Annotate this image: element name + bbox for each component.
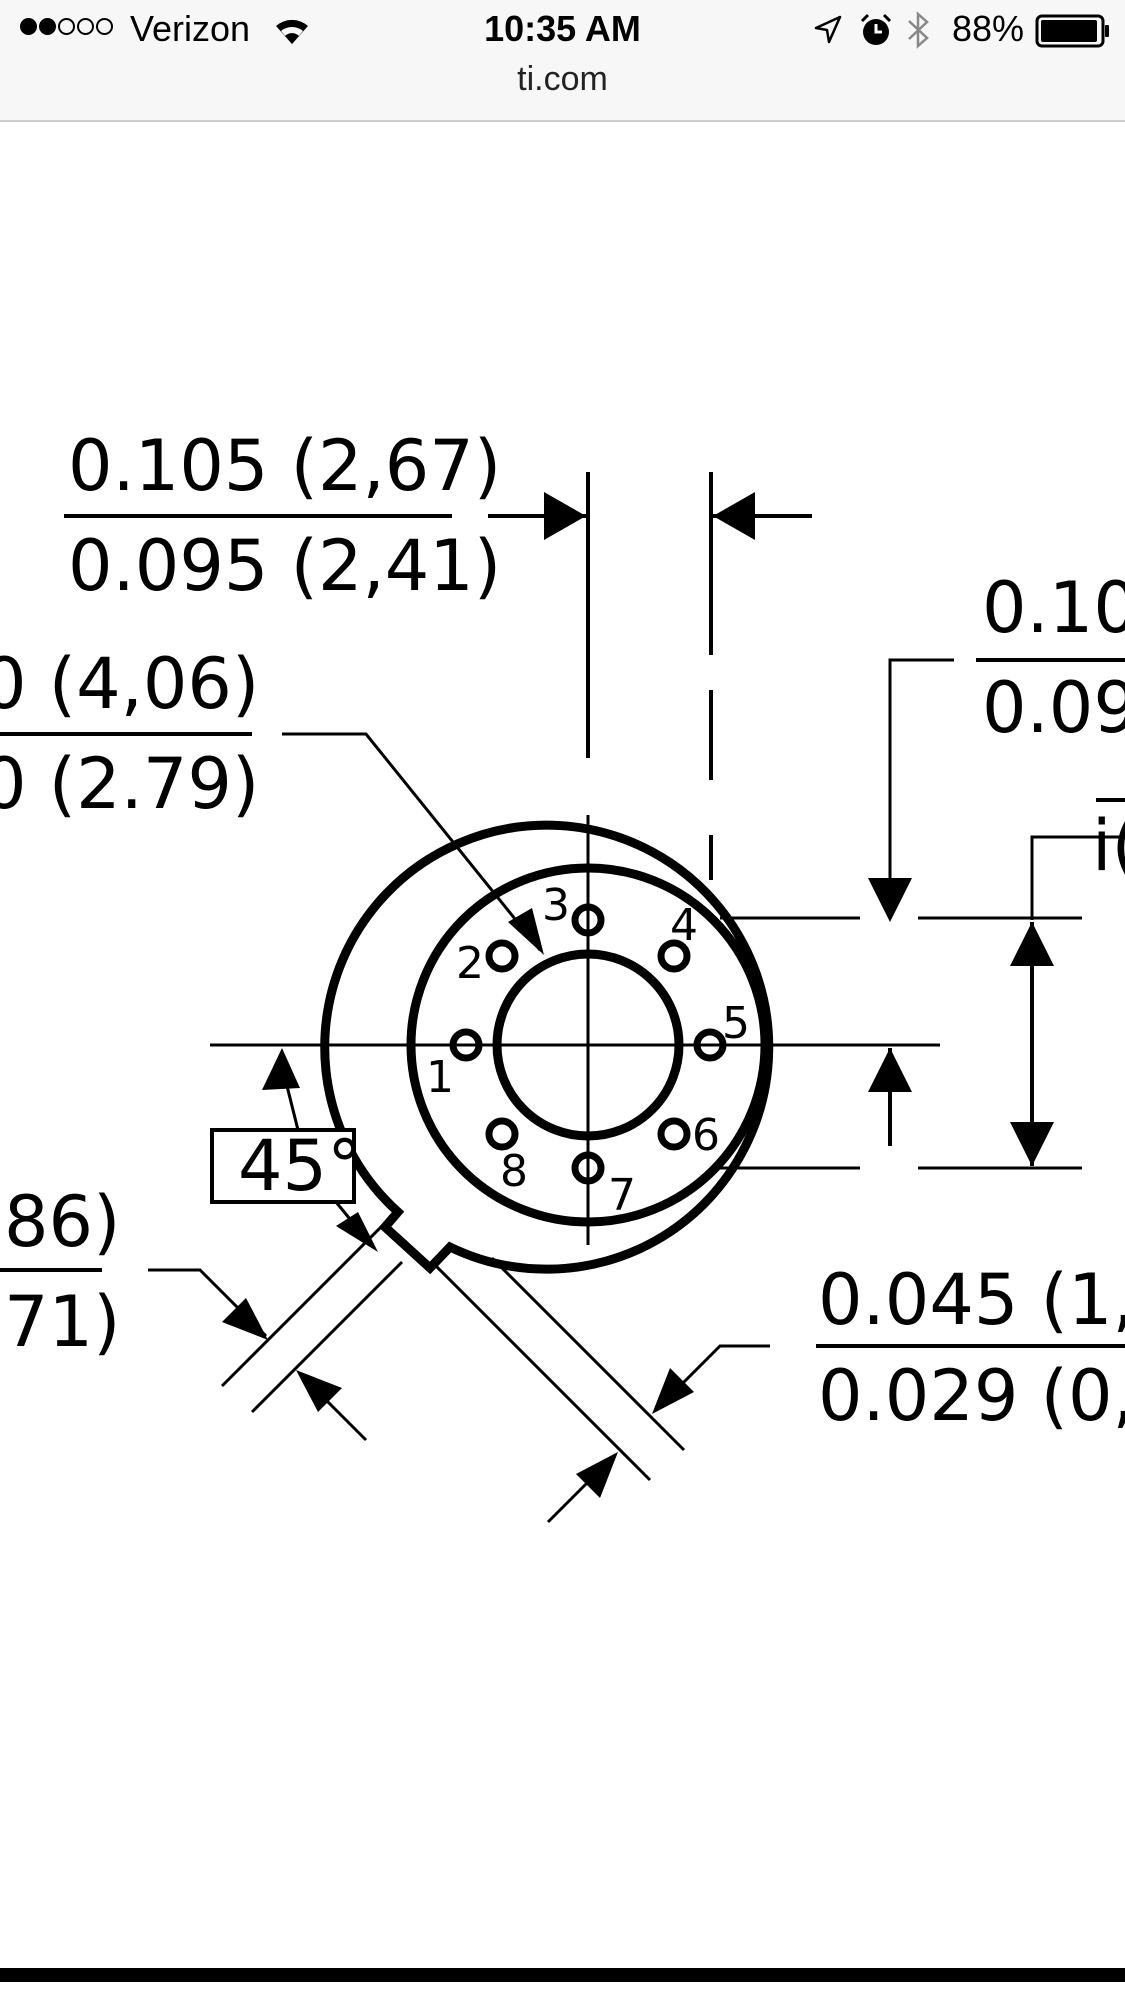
pin-4 — [657, 939, 691, 973]
dim-bottom-left-upper: 86) — [4, 1181, 120, 1263]
tab-extension-line — [490, 1256, 686, 1452]
status-time: 10:35 AM — [484, 8, 641, 49]
tab-extension-line — [220, 1210, 398, 1388]
pin-label-2: 2 — [456, 938, 484, 989]
leader-line — [888, 658, 954, 918]
arrow-head — [544, 492, 586, 540]
pin-label-1: 1 — [426, 1052, 454, 1103]
arrow-head — [296, 1370, 342, 1412]
leader-line — [1030, 835, 1125, 920]
arrow-head — [652, 1368, 694, 1414]
pin-label-3: 3 — [542, 880, 570, 931]
wifi-icon — [276, 19, 308, 44]
page-url[interactable]: ti.com — [517, 60, 608, 98]
pin-2 — [485, 939, 519, 973]
tab-extension-line — [250, 1260, 404, 1414]
dim-right-upper: 0.105 — [982, 567, 1125, 649]
pin-label-7: 7 — [608, 1170, 636, 1221]
arrow-head — [868, 878, 912, 922]
dim-bottom-left-lower: 71) — [4, 1281, 120, 1363]
alarm-clock-icon — [860, 13, 892, 45]
package-outer-ring — [320, 820, 774, 1275]
battery-icon — [1035, 14, 1109, 48]
pin-8 — [485, 1117, 519, 1151]
status-bar: Verizon 10:35 AM 88% ti.com — [0, 0, 1125, 122]
dim-right-edge: i( — [1092, 805, 1125, 887]
arrow-head — [508, 908, 544, 955]
dim-left-lower: 0 (2.79) — [0, 743, 259, 825]
dim-bottom-right-lower: 0.029 (0,7 — [818, 1355, 1125, 1437]
dim-bottom-right-upper: 0.045 (1,1 — [818, 1259, 1125, 1341]
arrow-head — [868, 1048, 912, 1092]
angle-box — [210, 1128, 356, 1204]
angle-label: 45° — [238, 1125, 362, 1207]
pin-6 — [657, 1117, 691, 1151]
pin-label-4: 4 — [670, 900, 698, 951]
pin-1 — [449, 1028, 483, 1062]
pin-label-8: 8 — [500, 1146, 528, 1197]
arrow-head — [713, 492, 755, 540]
battery-percent: 88% — [952, 8, 1025, 49]
mechanical-drawing: 0.105 (2,67) 0.095 (2,41) 0 (4,06) 0 (2.… — [0, 425, 1125, 1524]
arrow-head — [576, 1452, 618, 1498]
arrow-head — [262, 1048, 300, 1090]
dim-left-upper: 0 (4,06) — [0, 643, 259, 725]
bottom-border — [0, 1968, 1125, 1982]
arrow-head — [1010, 922, 1054, 966]
arrow-head — [1010, 1122, 1054, 1166]
carrier-label: Verizon — [130, 8, 251, 49]
pin-3 — [571, 903, 605, 937]
dim-top-left-upper: 0.105 (2,67) — [68, 425, 501, 507]
pin-7 — [571, 1151, 605, 1185]
dim-top-left-lower: 0.095 (2,41) — [68, 525, 501, 607]
dim-right-lower: 0.095 — [982, 667, 1125, 749]
arrow-head — [222, 1298, 268, 1340]
bluetooth-icon — [908, 11, 929, 49]
pin-5 — [693, 1028, 727, 1062]
signal-strength-icon — [20, 18, 115, 40]
arrow-head — [336, 1212, 378, 1252]
pin-label-5: 5 — [722, 998, 750, 1049]
leader-line — [282, 732, 542, 951]
tab-extension-line — [430, 1260, 652, 1482]
pin-label-6: 6 — [692, 1110, 720, 1161]
location-arrow-icon — [814, 15, 842, 44]
